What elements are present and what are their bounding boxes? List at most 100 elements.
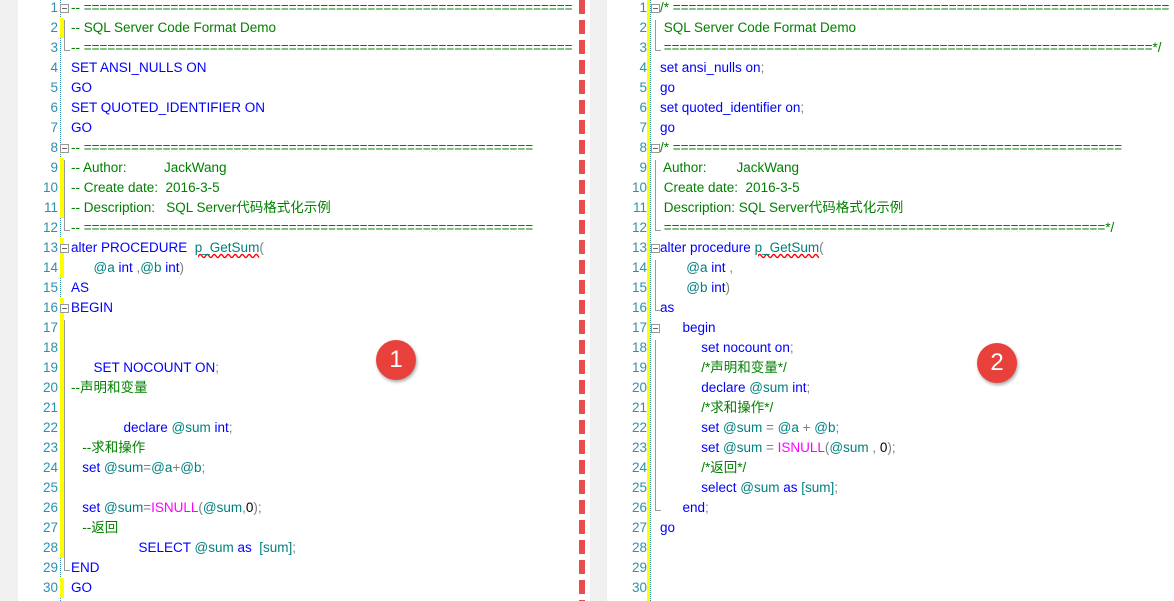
fold-guide	[655, 160, 661, 231]
code-token: set nocount on	[660, 340, 790, 355]
code-token: (	[819, 240, 824, 255]
code-token: ;	[201, 460, 206, 475]
code-token: SET NOCOUNT ON	[71, 360, 216, 375]
line-number: 4	[50, 60, 58, 75]
code-token: as	[783, 480, 802, 495]
code-token: )	[179, 260, 184, 275]
change-marker	[60, 338, 64, 358]
code-token: ;	[800, 100, 805, 115]
code-text: end;	[660, 498, 709, 518]
code-token: );	[253, 500, 262, 515]
code-token: SET QUOTED_IDENTIFIER ON	[71, 100, 266, 115]
line-number: 7	[50, 120, 58, 135]
code-text: set ansi_nulls on;	[660, 58, 764, 78]
code-text: select @sum as [sum];	[660, 478, 838, 498]
code-token: ISNULL	[151, 500, 199, 515]
line-number: 15	[42, 280, 58, 295]
collapse-icon[interactable]	[60, 244, 69, 253]
editor-pane-formatted[interactable]: 1/* ====================================…	[607, 0, 1174, 601]
collapse-icon[interactable]	[651, 244, 660, 253]
change-marker	[60, 518, 64, 538]
editor-pane-original[interactable]: 1-- ====================================…	[18, 0, 578, 601]
code-text: @a int ,@b int)	[71, 258, 184, 278]
line-number: 23	[42, 440, 58, 455]
code-text: -- =====================================…	[71, 0, 573, 18]
line-number: 24	[42, 460, 58, 475]
line-number: 3	[639, 40, 647, 55]
line-number: 18	[631, 340, 647, 355]
code-text: begin	[660, 318, 716, 338]
change-marker	[60, 258, 64, 278]
code-token: /*返回*/	[660, 460, 747, 475]
collapse-icon[interactable]	[651, 144, 660, 153]
line-number: 25	[42, 480, 58, 495]
code-token: AS	[71, 280, 90, 295]
code-text: SQL Server Code Format Demo	[660, 18, 856, 38]
code-text: alter PROCEDURE p_GetSum(	[71, 238, 264, 258]
line-number: 16	[631, 300, 647, 315]
code-token: @a	[777, 420, 803, 435]
code-token: set ansi_nulls on	[660, 60, 761, 75]
right-margin	[590, 0, 607, 601]
line-number: 22	[631, 420, 647, 435]
code-token: --返回	[71, 520, 119, 535]
code-text: set @sum = ISNULL(@sum , 0);	[660, 438, 896, 458]
code-token: int	[711, 280, 726, 295]
code-token: SQL Server Code Format Demo	[660, 20, 857, 35]
change-marker	[60, 458, 64, 478]
line-number: 17	[631, 320, 647, 335]
code-token: @sum	[104, 500, 144, 515]
code-token: --求和操作	[71, 440, 146, 455]
change-marker	[60, 498, 64, 518]
code-token: );	[887, 440, 896, 455]
code-text: /* =====================================…	[660, 0, 1169, 18]
code-token: declare	[660, 380, 750, 395]
code-token: ;	[806, 380, 811, 395]
line-number: 5	[639, 80, 647, 95]
code-token: go	[660, 120, 676, 135]
code-token: -- =====================================…	[71, 0, 573, 15]
collapse-icon[interactable]	[60, 144, 69, 153]
line-number: 21	[42, 400, 58, 415]
code-text: --求和操作	[71, 438, 145, 458]
change-marker	[60, 478, 64, 498]
code-text: declare @sum int;	[71, 418, 233, 438]
collapse-icon[interactable]	[60, 304, 69, 313]
code-token: Description: SQL Server代码格式化示例	[660, 200, 904, 215]
line-number: 10	[631, 180, 647, 195]
code-text: go	[660, 78, 675, 98]
collapse-icon[interactable]	[651, 324, 660, 333]
code-text: GO	[71, 118, 92, 138]
code-text: go	[660, 118, 675, 138]
code-token: /* =====================================…	[660, 140, 1123, 155]
line-number: 29	[631, 560, 647, 575]
collapse-icon[interactable]	[60, 4, 69, 13]
line-number: 8	[639, 140, 647, 155]
code-token: ,	[136, 260, 141, 275]
code-token: alter PROCEDURE	[71, 240, 195, 255]
code-token: ;	[228, 420, 233, 435]
code-token: (	[259, 240, 264, 255]
code-text: /*声明和变量*/	[660, 358, 787, 378]
line-number: 24	[631, 460, 647, 475]
code-token: [sum]	[259, 540, 293, 555]
code-token: ;	[789, 340, 794, 355]
code-token: =	[143, 500, 152, 515]
code-token: set quoted_identifier on	[660, 100, 801, 115]
line-number: 5	[50, 80, 58, 95]
code-token: GO	[71, 120, 93, 135]
code-token: @a	[660, 260, 712, 275]
change-bar	[647, 0, 650, 601]
code-token: =	[143, 460, 152, 475]
line-number: 19	[631, 360, 647, 375]
collapse-icon[interactable]	[651, 4, 660, 13]
code-token: @sum	[740, 480, 784, 495]
code-token: @a	[71, 260, 119, 275]
code-token: SET ANSI_NULLS ON	[71, 60, 207, 75]
code-token: [sum]	[801, 480, 835, 495]
code-text: -- Author: JackWang	[71, 158, 227, 178]
code-token: @sum	[202, 500, 243, 515]
line-number: 26	[42, 500, 58, 515]
code-token: @b	[660, 280, 712, 295]
code-text: -- =====================================…	[71, 218, 533, 238]
